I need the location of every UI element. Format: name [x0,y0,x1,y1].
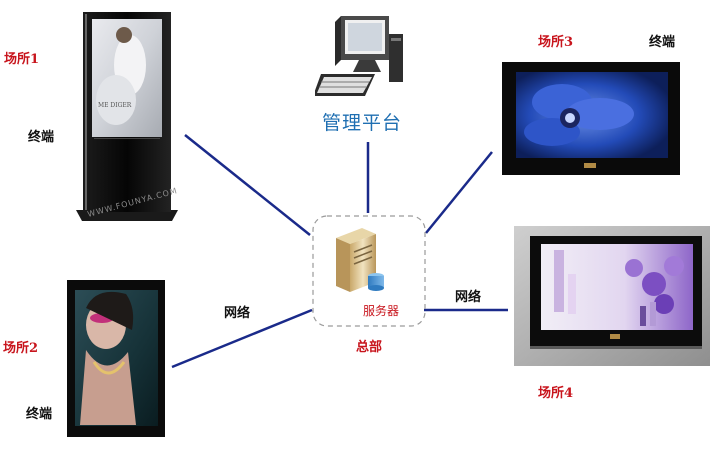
kiosk-terminal-1: ME DIGER [72,10,182,222]
network-label-left: 网络 [224,306,251,321]
kiosk-screen-text: ME DIGER [98,102,132,109]
server-label: 服务器 [363,304,400,318]
site-2-label: 场所2 [3,341,39,356]
display-terminal-4 [514,226,710,366]
terminal-1-label: 终端 [28,130,55,145]
management-platform-label: 管理平台 [322,112,403,134]
network-label-right: 网络 [455,290,482,305]
management-computer-icon [315,14,407,100]
terminal-2-label: 终端 [26,407,53,422]
server-icon [332,226,392,296]
headquarters-label: 总部 [356,340,383,355]
server-box [312,215,426,327]
display-3-graphic [502,62,680,175]
computer-graphic [315,16,403,96]
kiosk-terminal-2 [66,280,166,438]
site-1-label: 场所1 [4,52,40,67]
display-terminal-3 [502,62,680,176]
link-site2 [171,308,313,369]
link-site3 [425,151,493,234]
site-3-label: 场所3 [538,35,574,50]
kiosk-2-graphic [67,280,165,437]
display-4-graphic [514,226,710,366]
site-4-label: 场所4 [538,386,574,401]
link-site1 [184,134,311,236]
server-graphic [336,228,384,292]
terminal-3-label: 终端 [649,35,676,50]
kiosk-1-graphic [76,12,178,221]
